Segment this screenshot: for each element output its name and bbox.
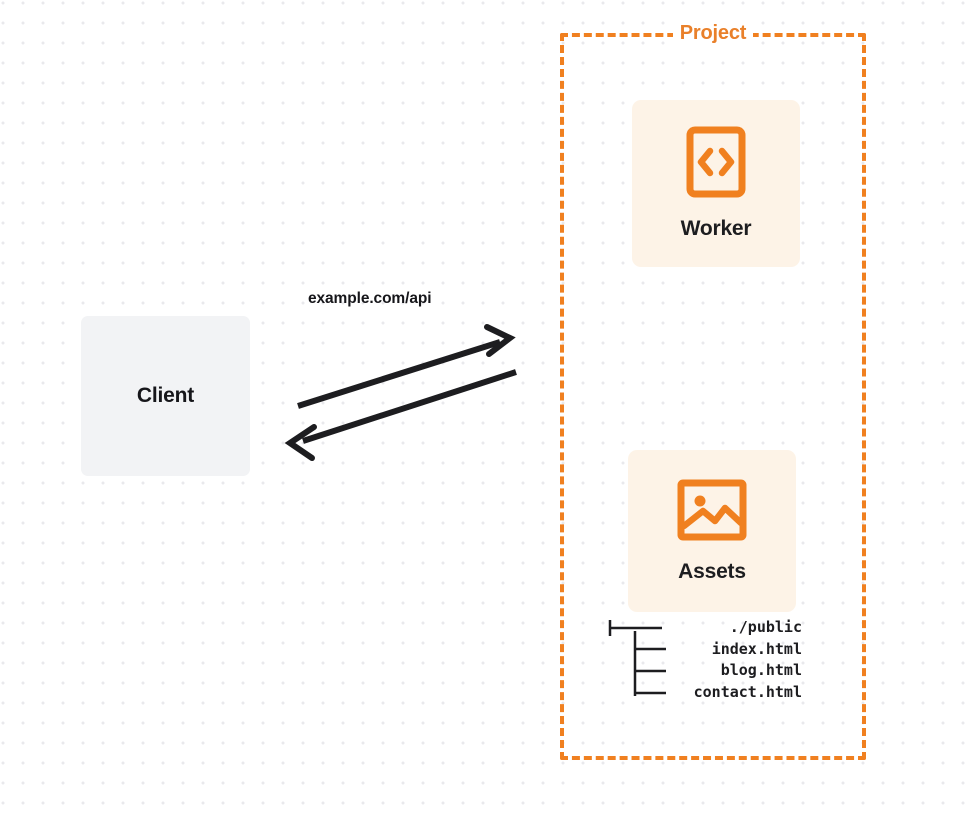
assets-node-label: Assets — [678, 559, 746, 583]
file-tree-item-row: blog.html — [600, 660, 802, 682]
project-title-text: Project — [672, 21, 754, 45]
code-brackets-icon — [686, 126, 746, 203]
file-tree-item-row: index.html — [600, 639, 802, 661]
file-tree-root-label: ./public — [729, 618, 802, 636]
image-icon — [677, 479, 747, 546]
file-tree-item-label: blog.html — [720, 661, 802, 679]
client-node-label: Client — [136, 384, 195, 407]
connection-label: example.com/api — [308, 290, 432, 307]
worker-node[interactable]: Worker — [632, 100, 800, 267]
asset-file-tree: ./public index.html blog.html contact.ht… — [600, 617, 802, 703]
response-arrow — [284, 369, 517, 461]
file-tree-root-row: ./public — [600, 617, 802, 639]
file-tree-item-row: contact.html — [600, 682, 802, 704]
file-tree-item-label: contact.html — [693, 682, 802, 701]
worker-node-label: Worker — [680, 217, 752, 240]
project-title: Project — [560, 21, 866, 45]
request-arrow — [297, 324, 516, 409]
assets-node[interactable]: Assets — [628, 450, 796, 612]
client-node[interactable]: Client — [81, 316, 250, 476]
file-tree-item-label: index.html — [711, 639, 802, 658]
file-tree-connectors — [608, 620, 666, 696]
